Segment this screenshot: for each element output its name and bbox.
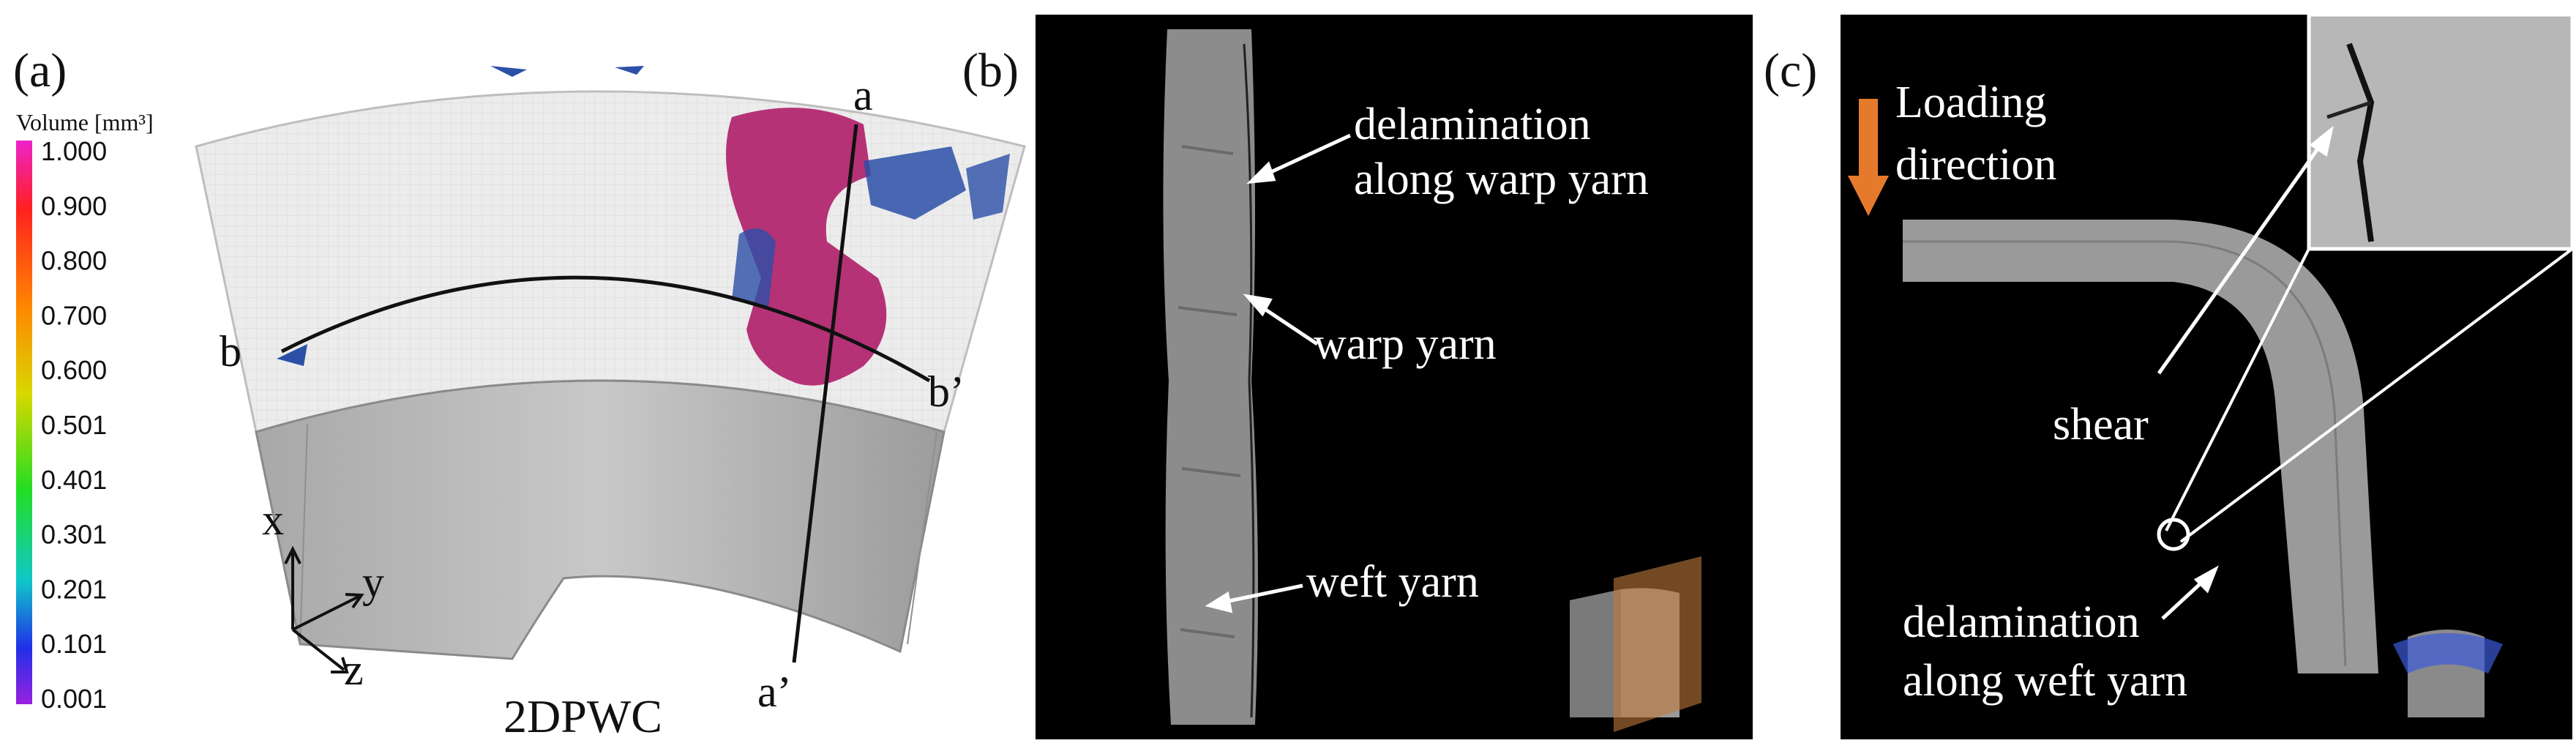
annot-weft-yarn: weft yarn xyxy=(1306,557,1479,607)
delamination-arrow xyxy=(2161,565,2219,620)
axis-z-label: z xyxy=(344,646,364,694)
panel-c: (c) Loading direction shear delamination… xyxy=(1764,12,2575,739)
colorbar-tick-5: 0.501 xyxy=(41,410,107,440)
panel-b: (b) delamination along warp yarn warp ya… xyxy=(962,15,1753,739)
annotation-arrows xyxy=(1205,133,1352,613)
annot-delamination-2: along warp yarn xyxy=(1354,154,1649,204)
panel-a-label: (a) xyxy=(13,44,67,97)
colorbar-tick-0: 1.000 xyxy=(41,136,107,166)
axis-y-label: y xyxy=(362,558,384,606)
shear-arrow xyxy=(2157,125,2334,375)
annot-warp-yarn: warp yarn xyxy=(1314,319,1497,369)
axis-x-label: x xyxy=(262,496,284,544)
colorbar-tick-4: 0.600 xyxy=(41,355,107,385)
colorbar-tick-8: 0.201 xyxy=(41,574,107,604)
colorbar-tick-6: 0.401 xyxy=(41,465,107,495)
colorbar-tick-1: 0.900 xyxy=(41,191,107,221)
specimen-solid xyxy=(255,379,946,660)
label-a-prime: a’ xyxy=(757,668,792,716)
damage-clusters xyxy=(277,66,1010,386)
loading-label-1: Loading xyxy=(1895,78,2047,127)
caption-2dpwc: 2DPWC xyxy=(503,690,662,742)
colorbar-ticks: 1.000 0.900 0.800 0.700 0.600 0.501 0.401 0.301… xyxy=(41,136,107,714)
colorbar-tick-2: 0.800 xyxy=(41,246,107,276)
colorbar xyxy=(16,141,32,704)
inset-thumbnail-c xyxy=(2393,630,2503,717)
loading-arrow xyxy=(1848,99,1889,216)
label-a: a xyxy=(853,71,873,119)
panel-b-label: (b) xyxy=(962,44,1019,97)
colorbar-tick-9: 0.101 xyxy=(41,629,107,659)
axis-triad xyxy=(284,545,364,673)
annot-shear: shear xyxy=(2053,400,2149,449)
annot-delamination-weft-1: delamination xyxy=(1903,597,2140,647)
colorbar-tick-10: 0.001 xyxy=(41,684,107,714)
yarn-strip xyxy=(1163,29,1258,725)
panel-c-label: (c) xyxy=(1764,44,1817,97)
label-b-prime: b’ xyxy=(928,367,965,416)
annot-delamination-1: delamination xyxy=(1354,100,1591,149)
section-line-a xyxy=(792,124,858,663)
colorbar-title: Volume [mm³] xyxy=(16,109,154,135)
label-b: b xyxy=(220,327,242,376)
colorbar-tick-7: 0.301 xyxy=(41,520,107,550)
colorbar-tick-3: 0.700 xyxy=(41,300,107,330)
loading-label-2: direction xyxy=(1895,140,2056,190)
inset-thumbnail-b xyxy=(1570,556,1701,732)
zoom-marker xyxy=(2157,518,2190,551)
l-specimen xyxy=(1903,220,2378,673)
panel-a: (a) Volume [mm³] 1.000 0.900 0.800 0.700 0.6… xyxy=(13,44,1026,742)
annot-delamination-weft-2: along weft yarn xyxy=(1903,656,2187,706)
